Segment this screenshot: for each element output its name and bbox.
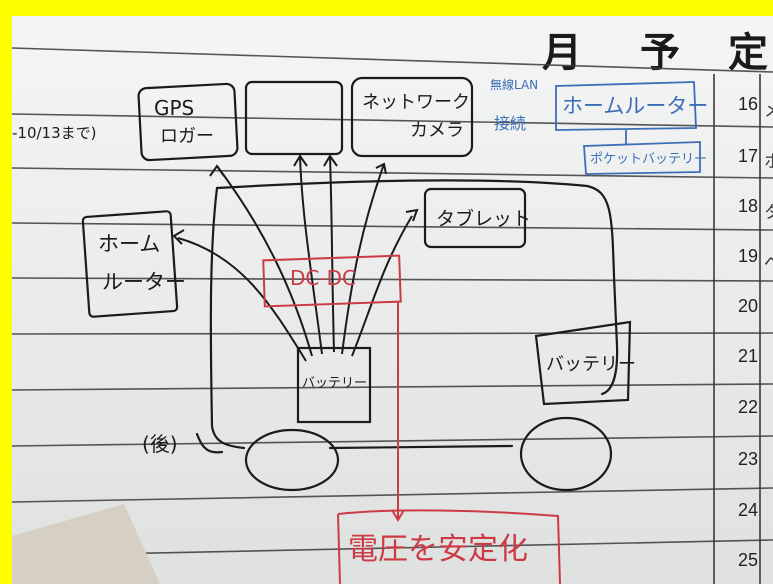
left-margin-note: -10/13まで) [12,124,97,142]
schedule-cut-18: タ [764,203,773,223]
gps-label-line2: ロガー [160,126,214,147]
gps-logger-box [137,82,239,162]
vehicle-outline [195,179,619,492]
camera-label-line1: ネットワーク [362,92,470,113]
wireless-annotations [555,81,701,175]
gps-label-line1: GPS [154,96,195,120]
title-char-fixed: 定 [728,29,768,76]
home-router-blue-label: ホームルーター [562,94,709,118]
battery-right-label: バッテリー [546,354,636,375]
battery-right-box [534,320,632,406]
camera-label-line2: カメラ [410,120,464,141]
dc-dc-drawing [262,254,561,584]
pocket-battery-label: ポケットバッテリー [590,152,708,167]
arrowheads [172,154,419,245]
network-camera-box [350,76,474,158]
home-router-box [81,210,179,318]
schedule-cut-16: メ [764,101,773,121]
schedule-row-21: 21 [737,346,759,366]
dc-dc-label: DC-DC [290,266,356,290]
voltage-note: 電圧を安定化 [348,532,528,567]
whiteboard-drawing [12,47,773,584]
schedule-row-22: 22 [737,397,759,417]
device-boxes [81,76,632,424]
schedule-cut-19: ペ [764,253,773,273]
schedule-row-16: 16 [737,94,759,114]
whiteboard: 月 予 定 [12,16,773,584]
wireless-lan-label: 無線LAN [490,78,539,92]
yellow-frame-left [0,0,12,584]
schedule-row-17: 17 [737,146,759,166]
schedule-row-18: 18 [737,196,759,216]
paper-corner [12,504,160,584]
title-char-month: 月 [542,29,582,76]
home-router-label-line2: ルーター [102,270,186,294]
schedule-row-24: 24 [737,500,759,520]
blank-device-box [244,80,344,156]
tablet-label: タブレット [436,208,532,230]
connection-label: 接続 [494,114,527,133]
schedule-cut-17: ホ [764,152,773,172]
tablet-box [423,187,527,249]
battery-left-label: バッテリー [302,376,368,391]
schedule-row-25: 25 [737,550,759,570]
rear-label: (後) [142,432,178,456]
home-router-label-line1: ホーム [98,232,161,256]
yellow-frame-top [0,0,773,16]
schedule-row-19: 19 [737,246,759,266]
schedule-row-23: 23 [737,449,759,469]
schedule-row-20: 20 [737,296,759,316]
battery-wires [177,155,413,362]
